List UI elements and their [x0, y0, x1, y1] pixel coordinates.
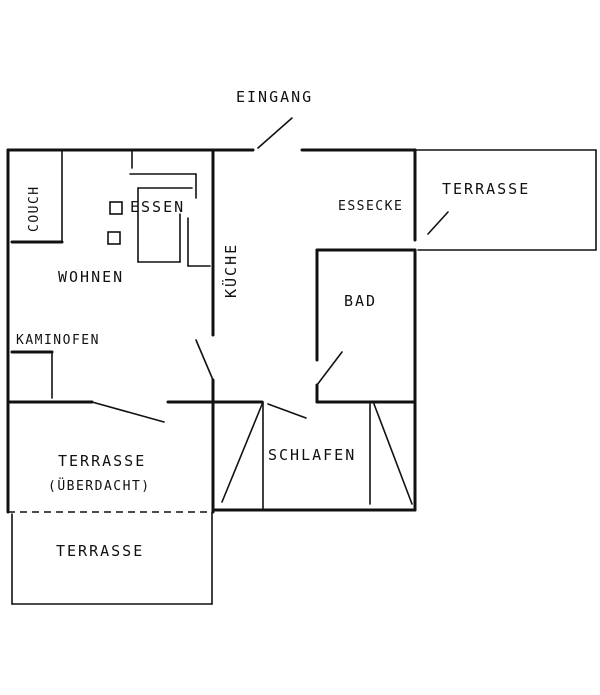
- interior-walls: [8, 148, 417, 514]
- outer-walls: [6, 148, 417, 514]
- terraces: [8, 149, 597, 605]
- label-couch: COUCH: [27, 185, 42, 232]
- label-entrance: EINGANG: [236, 88, 313, 106]
- label-terrace-right: TERRASSE: [442, 180, 530, 198]
- label-stove: KAMINOFEN: [16, 333, 100, 348]
- label-living: WOHNEN: [58, 268, 124, 286]
- label-terrace-covered: TERRASSE: [58, 452, 146, 470]
- label-terrace-covered-note: (ÜBERDACHT): [48, 477, 151, 494]
- label-terrace-bottom: TERRASSE: [56, 542, 144, 560]
- label-bath: BAD: [344, 292, 377, 310]
- label-kitchen: KÜCHE: [221, 243, 240, 298]
- label-bedroom: SCHLAFEN: [268, 446, 356, 464]
- label-dining: ESSEN: [130, 198, 185, 216]
- label-dining-corner: ESSECKE: [338, 199, 403, 214]
- entrance-pointer: [257, 117, 293, 149]
